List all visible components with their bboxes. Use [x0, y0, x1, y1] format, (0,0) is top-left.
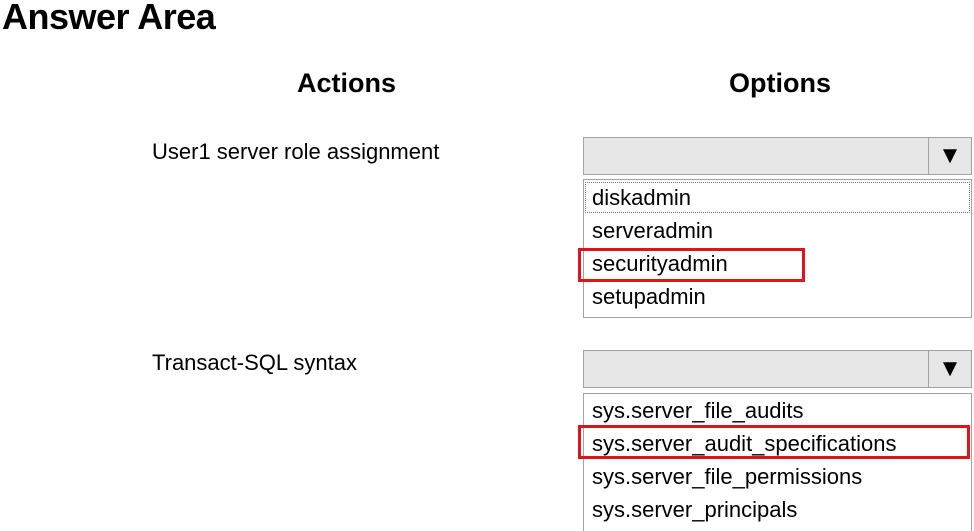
option-serveradmin[interactable]: serveradmin: [592, 218, 714, 243]
dropdown-arrow-button[interactable]: ▼: [928, 351, 971, 387]
action-label-tsql-syntax: Transact-SQL syntax: [152, 350, 357, 375]
answer-area-title: Answer Area: [2, 0, 216, 37]
triangle-down-icon: ▼: [938, 355, 962, 382]
option-server-file-permissions[interactable]: sys.server_file_permissions: [592, 464, 863, 489]
tsql-syntax-dropdown[interactable]: ▼: [583, 350, 972, 388]
role-options-list: diskadmin serveradmin securityadmin setu…: [583, 179, 972, 318]
option-setupadmin[interactable]: setupadmin: [592, 284, 706, 309]
option-server-principals[interactable]: sys.server_principals: [592, 497, 798, 522]
option-diskadmin[interactable]: diskadmin: [584, 181, 971, 214]
triangle-down-icon: ▼: [938, 142, 962, 169]
actions-header: Actions: [297, 68, 397, 98]
tsql-options-list: sys.server_file_audits sys.server_audit_…: [583, 393, 972, 531]
role-assignment-dropdown[interactable]: ▼: [583, 137, 972, 175]
action-label-role-assignment: User1 server role assignment: [152, 139, 440, 164]
option-securityadmin[interactable]: securityadmin: [592, 251, 728, 276]
dropdown-arrow-button[interactable]: ▼: [928, 138, 971, 174]
options-header: Options: [729, 68, 831, 98]
option-server-file-audits[interactable]: sys.server_file_audits: [592, 398, 804, 423]
option-server-audit-specifications[interactable]: sys.server_audit_specifications: [592, 431, 897, 456]
